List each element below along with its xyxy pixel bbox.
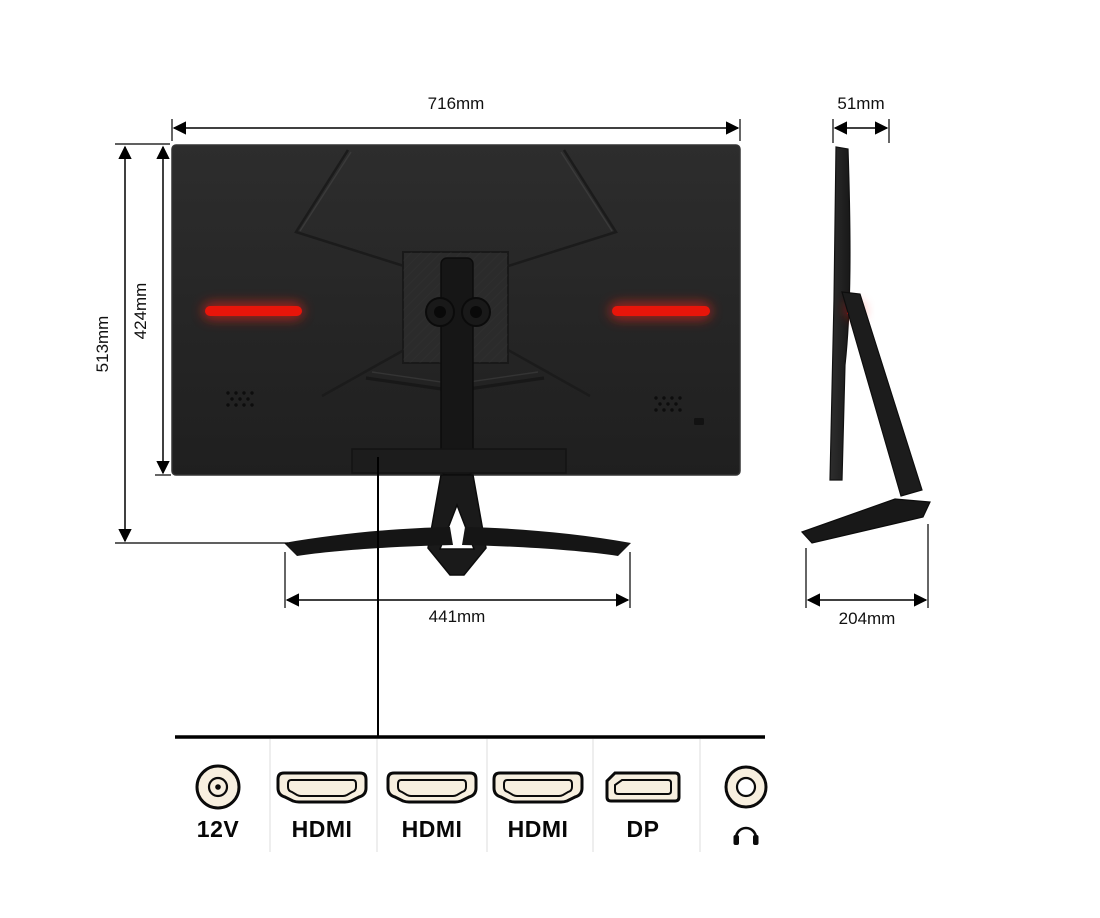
rear-facet-lines xyxy=(294,149,618,398)
dim-base-depth-label: 204mm xyxy=(839,609,896,628)
dim-stand-width-label: 441mm xyxy=(429,607,486,626)
side-stand-foot xyxy=(800,498,931,544)
dim-panel-height-label: 424mm xyxy=(131,283,150,340)
stand-base-left-wing xyxy=(284,527,453,556)
monitor-side-view xyxy=(800,146,931,544)
port-label-dp: DP xyxy=(627,816,660,842)
led-strip-left xyxy=(203,303,303,319)
hdmi-connector-icon xyxy=(386,771,478,804)
side-stand-arm xyxy=(841,291,923,497)
port-label-hdmi-2: HDMI xyxy=(402,816,463,842)
hdmi-connector-icon xyxy=(276,771,368,804)
dim-height: 513mm xyxy=(93,143,288,544)
port-label-12v: 12V xyxy=(197,816,240,842)
speaker-grille-left xyxy=(226,391,254,407)
dim-width-label: 716mm xyxy=(428,94,485,113)
dim-panel-height: 424mm xyxy=(131,145,171,476)
side-panel-profile xyxy=(829,146,851,481)
dim-depth-label: 51mm xyxy=(837,94,884,113)
displayport-connector-icon xyxy=(605,771,681,803)
dim-depth: 51mm xyxy=(832,94,890,143)
port-label-hdmi-3: HDMI xyxy=(508,816,569,842)
port-label-hdmi-1: HDMI xyxy=(292,816,353,842)
dim-width: 716mm xyxy=(171,94,741,141)
dim-stand-width: 441mm xyxy=(284,552,631,626)
monitor-rear-view xyxy=(171,144,741,576)
dim-base-depth: 204mm xyxy=(805,524,929,628)
speaker-grille-right xyxy=(654,396,682,412)
dim-height-label: 513mm xyxy=(93,316,112,373)
dc-power-jack-icon xyxy=(195,764,241,810)
led-strip-right xyxy=(610,303,711,319)
headphone-jack-icon xyxy=(724,765,768,809)
ports-panel: 12V HDMI HDMI HDMI DP xyxy=(175,735,768,852)
headphone-icon xyxy=(733,826,759,845)
stand-base-right-wing xyxy=(462,527,631,556)
stand-neck xyxy=(427,474,487,576)
lock-slot xyxy=(694,418,704,425)
port-recess xyxy=(351,448,567,474)
hdmi-connector-icon xyxy=(492,771,584,804)
ports-panel-separators xyxy=(269,739,701,852)
